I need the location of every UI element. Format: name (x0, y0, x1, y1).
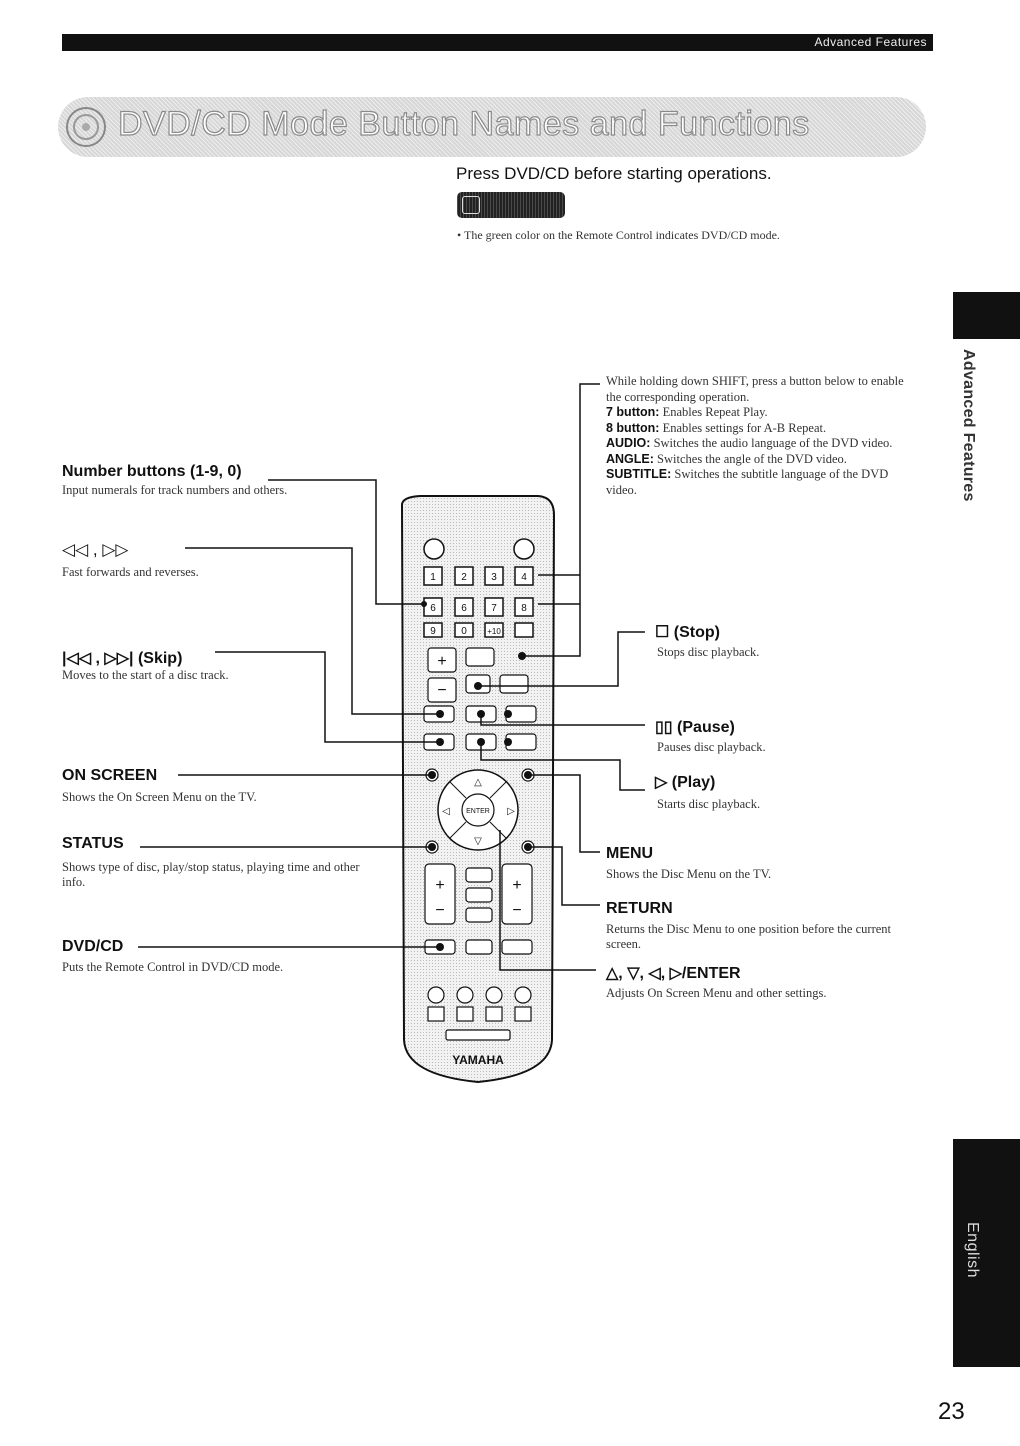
side-tab-marker (953, 292, 1020, 339)
svg-text:△: △ (474, 777, 482, 788)
svg-text:◁: ◁ (442, 806, 450, 817)
play-desc: Starts disc playback. (657, 797, 761, 811)
key-plus10: +10 (487, 627, 501, 636)
on-screen-desc: Shows the On Screen Menu on the TV. (62, 790, 257, 804)
number-buttons-desc: Input numerals for track numbers and oth… (62, 483, 288, 497)
page-title: DVD/CD Mode Button Names and Functions (117, 104, 810, 143)
dvd-cd-desc: Puts the Remote Control in DVD/CD mode. (62, 960, 284, 974)
key-0: 0 (461, 626, 467, 637)
svg-text:▽: ▽ (474, 836, 482, 847)
menu-desc: Shows the Disc Menu on the TV. (606, 867, 772, 881)
search-desc: Fast forwards and reverses. (62, 565, 199, 579)
header-bar: Advanced Features (62, 34, 933, 51)
note-icon (457, 192, 565, 218)
number-keypad (423, 566, 534, 638)
search-label: ◁◁ , ▷▷ (62, 540, 129, 559)
return-label: RETURN (606, 900, 673, 917)
svg-text:+: + (435, 877, 444, 894)
return-desc: Returns the Disc Menu to one position be… (606, 922, 891, 951)
shift-panel: While holding down SHIFT, press a button… (606, 374, 916, 498)
power-button (423, 538, 445, 560)
on-screen-label: ON SCREEN (62, 767, 158, 784)
skip-desc: Moves to the start of a disc track. (62, 668, 229, 682)
svg-text:+: + (512, 877, 521, 894)
key-8: 8 (521, 603, 527, 614)
status-label: STATUS (62, 835, 124, 852)
key-9: 9 (430, 626, 436, 637)
menu-label: MENU (606, 845, 654, 862)
disc-icon (66, 107, 106, 147)
volume-up-button (427, 647, 457, 673)
key-7: 7 (491, 603, 497, 614)
key-6: 6 (461, 603, 467, 614)
svg-text:ENTER: ENTER (466, 808, 490, 815)
svg-text:+: + (437, 653, 446, 670)
press-instruction: Press DVD/CD before starting operations. (456, 164, 772, 183)
page-number: 23 (938, 1398, 965, 1425)
language-tab (953, 1139, 1020, 1367)
stop-desc: Stops disc playback. (657, 645, 760, 659)
note-text: • The green color on the Remote Control … (457, 228, 780, 242)
dvd-cd-label: DVD/CD (62, 938, 124, 955)
pause-desc: Pauses disc playback. (657, 740, 766, 754)
enter-label: △, ▽, ◁, ▷/ENTER (606, 965, 741, 982)
svg-text:▷: ▷ (507, 806, 515, 817)
svg-text:−: − (437, 682, 446, 699)
shift-item: 7 button: Enables Repeat Play. (606, 405, 768, 419)
title-banner: DVD/CD Mode Button Names and Functions (58, 97, 926, 157)
yamaha-logo: YAMAHA (452, 1053, 504, 1067)
enter-button (461, 793, 495, 827)
key-1: 1 (430, 572, 436, 583)
svg-text:−: − (512, 902, 521, 919)
shift-item: SUBTITLE: Switches the subtitle language… (606, 467, 889, 497)
pause-label: ▯▯ (Pause) (655, 719, 735, 736)
shift-item: ANGLE: Switches the angle of the DVD vid… (606, 451, 847, 466)
play-label: ▷ (Play) (655, 774, 716, 791)
status-desc: Shows type of disc, play/stop status, pl… (62, 860, 360, 889)
key-4: 4 (521, 572, 527, 583)
svg-text:−: − (435, 902, 444, 919)
key-3: 3 (491, 572, 497, 583)
shift-item: AUDIO: Switches the audio language of th… (606, 436, 893, 450)
key-2: 2 (461, 572, 467, 583)
stop-label: ☐ (Stop) (655, 624, 720, 641)
skip-label: |◁◁ , ▷▷| (Skip) (62, 650, 183, 667)
shift-item: 8 button: Enables settings for A-B Repea… (606, 420, 827, 435)
key-5: 6 (430, 603, 436, 614)
standby-button (513, 538, 535, 560)
volume-down-button (427, 677, 457, 703)
enter-desc: Adjusts On Screen Menu and other setting… (606, 986, 827, 1000)
shift-intro: While holding down SHIFT, press a button… (606, 374, 904, 404)
section-label: Advanced Features (814, 35, 927, 49)
number-buttons-label: Number buttons (1-9, 0) (62, 463, 242, 480)
